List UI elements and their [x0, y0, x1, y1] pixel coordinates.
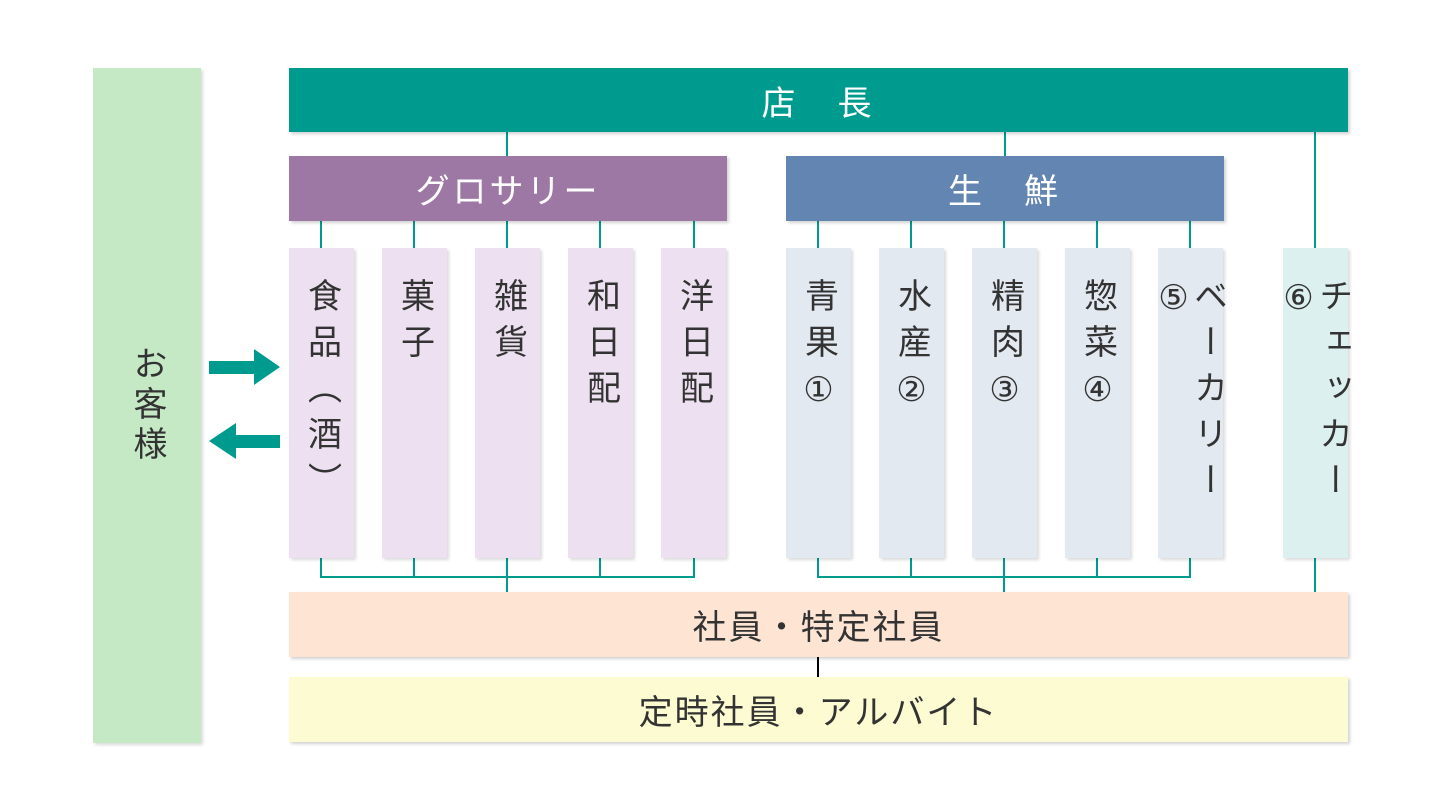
dept-label: 菓子: [394, 278, 435, 370]
dept-label: 雑貨: [487, 278, 528, 370]
dept-japanese-daily: 和日配: [568, 248, 633, 558]
dept-label: ベーカリー⑤: [1153, 278, 1228, 508]
fresh-label: 生 鮮: [948, 172, 1062, 212]
manager-box: 店 長: [289, 68, 1348, 132]
arrow-to-customer: [209, 423, 280, 459]
staff-box: 社員・特定社員: [289, 592, 1348, 657]
dept-western-daily: 洋日配: [661, 248, 726, 558]
dept-food: 食品（酒）: [289, 248, 354, 558]
fresh-header: 生 鮮: [786, 156, 1224, 221]
manager-label: 店 長: [761, 83, 876, 124]
grocery-label: グロサリー: [415, 172, 601, 212]
dept-deli: 惣菜④: [1065, 248, 1130, 558]
dept-label: 精肉③: [984, 278, 1025, 422]
arrow-to-store: [209, 349, 280, 385]
dept-sundries: 雑貨: [475, 248, 540, 558]
dept-meat: 精肉③: [972, 248, 1037, 558]
dept-checker: チェッカー⑥: [1278, 248, 1353, 558]
dept-label: 食品（酒）: [301, 278, 342, 508]
parttime-label: 定時社員・アルバイト: [638, 693, 999, 733]
dept-label: 惣菜④: [1077, 278, 1118, 422]
grocery-header: グロサリー: [289, 156, 727, 221]
customer-box: お客様: [93, 68, 201, 743]
dept-label: 和日配: [580, 278, 621, 416]
dept-label: 洋日配: [673, 278, 714, 416]
dept-label: 青果①: [798, 278, 839, 422]
checker-label: チェッカー⑥: [1278, 278, 1353, 508]
staff-label: 社員・特定社員: [692, 608, 945, 648]
dept-label: 水産②: [891, 278, 932, 422]
customer-label: お客様: [127, 345, 167, 466]
dept-seafood: 水産②: [879, 248, 944, 558]
parttime-box: 定時社員・アルバイト: [289, 677, 1348, 742]
dept-produce: 青果①: [786, 248, 851, 558]
dept-snacks: 菓子: [382, 248, 447, 558]
dept-bakery: ベーカリー⑤: [1153, 248, 1228, 558]
